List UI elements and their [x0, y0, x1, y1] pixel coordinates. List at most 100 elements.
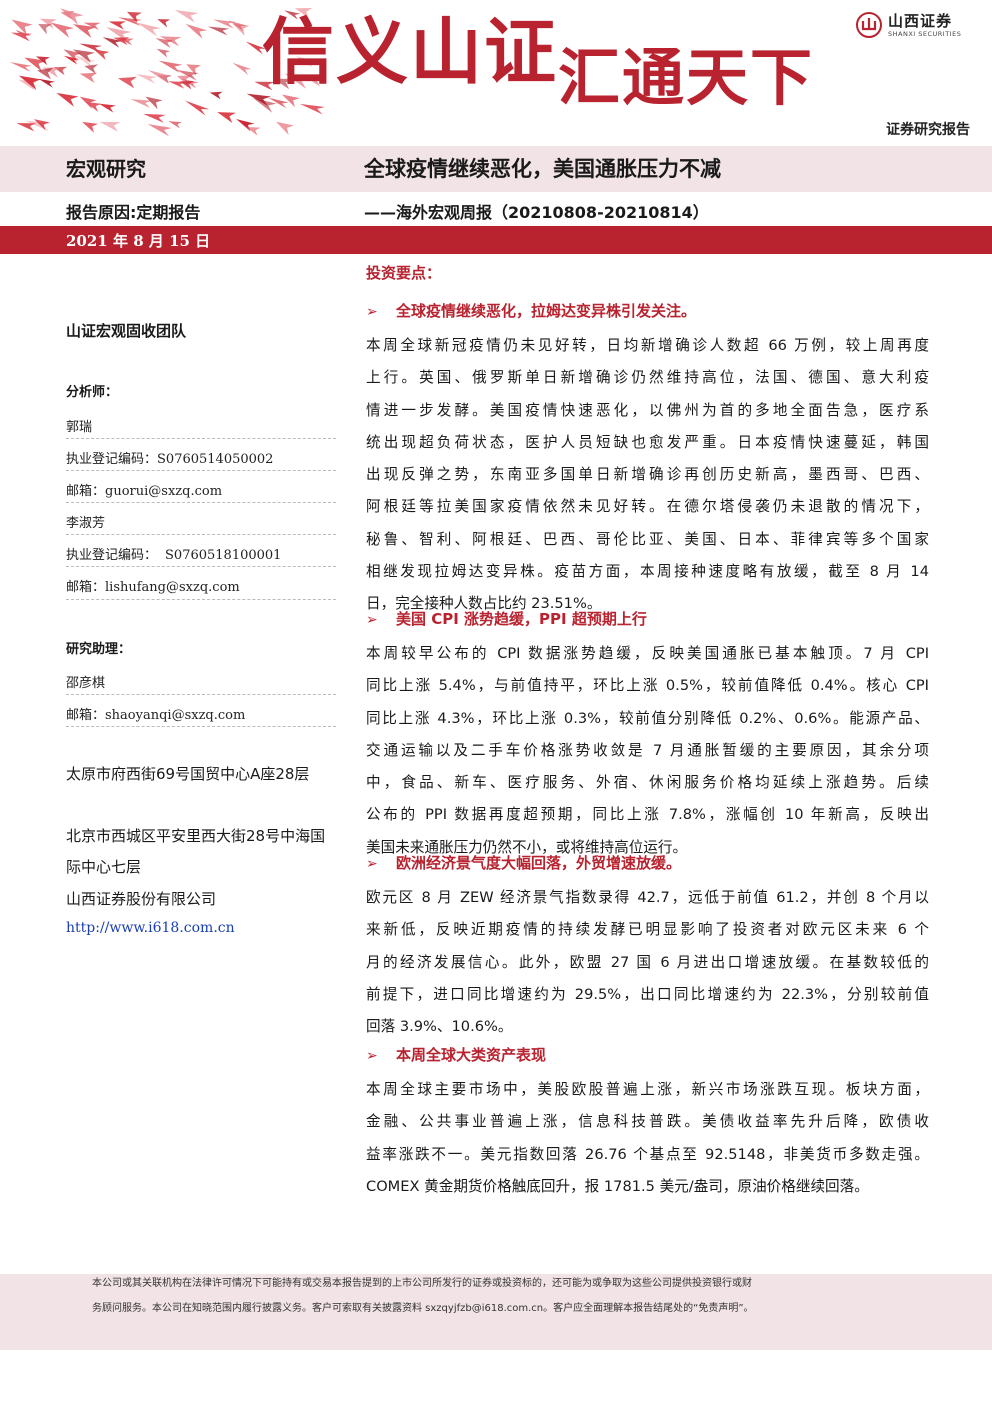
section-heading: ➢美国 CPI 涨势趋缓，PPI 超预期上行 [366, 610, 647, 628]
paragraph-line: 秘鲁、智利、阿根廷、巴西、哥伦比亚、美国、日本、菲律宾等多个国家 [366, 530, 929, 548]
arrow-shape [217, 112, 236, 123]
analyst-reg: 执业登记编码：S0760514050002 [66, 452, 274, 467]
paragraph-line: 前提下，进口同比增速约为 29.5%，出口同比增速约为 22.3%，分别较前值 [366, 985, 929, 1003]
paragraph-line: 金融、公共事业普遍上涨，信息科技普跌。美债收益率先升后降，欧债收 [366, 1113, 929, 1131]
arrow-shape [106, 27, 132, 42]
arrow-shape [117, 76, 138, 89]
paragraph-line: 统出现超负荷状态，医护人员短缺也愈发严重。日本疫情快速蔓延，韩国 [366, 433, 929, 451]
paragraph-line: 美国未来通胀压力仍然不小，或将维持高位运行。 [366, 838, 688, 856]
arrow-shape [16, 123, 37, 132]
arrow-shape [268, 97, 289, 109]
divider [66, 599, 336, 600]
arrow-shape [252, 98, 277, 113]
slogan-part2: 汇通天下 [558, 41, 815, 114]
arrow-shape [50, 22, 74, 38]
disclaimer-line: 务顾问服务。本公司在知晓范围内履行披露义务。客户可索取有关披露资料 sxzqyj… [92, 1303, 754, 1314]
header-band [0, 146, 992, 192]
bullet-arrow-icon: ➢ [366, 856, 378, 872]
address-taiyuan: 太原市府西街69号国贸中心A座28层 [66, 765, 310, 783]
arrow-shape [159, 36, 182, 47]
assistant-label: 研究助理： [66, 642, 132, 657]
brand-name-cn: 山西证券 [888, 12, 953, 30]
arrow-shape [273, 78, 293, 90]
arrow-shape [74, 55, 96, 68]
section-heading: ➢本周全球大类资产表现 [366, 1046, 547, 1064]
arrow-shape [136, 22, 161, 37]
address-beijing: 北京市西城区平安里西大街28号中海国际中心七层 [66, 827, 326, 876]
arrow-shape [118, 38, 134, 46]
disclaimer-line: 本公司或其关联机构在法律许可情况下可能持有或交易本报告提到的上市公司所发行的证券… [92, 1278, 752, 1289]
arrow-shape [10, 32, 32, 42]
arrow-shape [156, 48, 171, 58]
arrow-shape [179, 80, 195, 90]
assistant-email: 邮箱：shaoyanqi@sxzq.com [66, 708, 246, 723]
arrow-shape [174, 10, 199, 23]
paragraph-line: 阿根廷等拉美国家疫情依然未见好转。在德尔塔侵袭仍未退散的情况下， [366, 498, 929, 516]
analyst-label: 分析师： [66, 385, 119, 400]
arrow-shape [73, 24, 96, 39]
arrow-shape [108, 21, 126, 30]
arrow-shape [246, 126, 261, 136]
paragraph-line: 出现反弹之势，东南亚多国单日新增确诊再创历史新高，墨西哥、巴西、 [366, 466, 929, 484]
arrow-shape [209, 91, 223, 100]
arrow-shape [102, 37, 122, 48]
company-name: 山西证券股份有限公司 [66, 890, 217, 908]
team-name: 山证宏观固收团队 [66, 322, 187, 340]
arrow-shape [130, 99, 152, 108]
arrow-shape [24, 57, 47, 72]
arrow-shape [117, 17, 143, 27]
arrow-shape [145, 96, 163, 110]
section-body: 欧元区 8 月 ZEW 经济景气指数录得 42.7，远低于前值 61.2，并创 … [366, 882, 929, 1043]
page-subtitle: ——海外宏观周报（20210808-20210814） [364, 203, 709, 222]
analyst-email: 邮箱：guorui@sxzq.com [66, 484, 223, 499]
arrow-shape [276, 121, 294, 135]
paragraph-line: 本周全球新冠疫情仍未见好转，日均新增确诊人数超 66 万例，较上周再度 [366, 337, 929, 354]
report-reason: 报告原因:定期报告 [66, 203, 201, 222]
arrow-shape [147, 124, 173, 137]
key-points-title: 投资要点： [366, 264, 442, 282]
arrow-shape [155, 38, 174, 49]
divider [66, 726, 336, 727]
analyst-reg: 执业登记编码：S0760518100001 [66, 548, 282, 563]
divider [66, 438, 336, 439]
arrow-shape [11, 19, 33, 36]
website-link[interactable]: http://www.i618.com.cn [66, 920, 235, 936]
section-heading: ➢全球疫情继续恶化，拉姆达变异株引发关注。 [366, 302, 697, 320]
arrow-shape [98, 103, 116, 113]
arrow-shape [158, 60, 183, 73]
assistant-name: 邵彦棋 [66, 676, 106, 691]
arrow-shape [33, 119, 50, 131]
arrow-shape [176, 75, 192, 86]
paragraph-line: COMEX 黄金期货价格触底回升，报 1781.5 美元/盎司，原油价格继续回落… [366, 1177, 869, 1195]
arrow-shape [79, 72, 98, 84]
divider [66, 470, 336, 471]
arrow-shape [63, 49, 82, 62]
bullet-arrow-icon: ➢ [366, 1048, 378, 1064]
arrow-shape [18, 75, 42, 91]
arrow-shape [213, 19, 236, 29]
arrow-shape [143, 113, 166, 123]
arrow-shape [148, 69, 173, 84]
arrow-shape [135, 74, 158, 84]
section-heading: ➢欧洲经济景气度大幅回落，外贸增速放缓。 [366, 854, 682, 872]
arrow-shape [35, 56, 51, 66]
divider [66, 502, 336, 503]
arrow-shape [184, 100, 210, 116]
arrow-shape [72, 49, 95, 63]
arrow-shape [284, 10, 301, 20]
paragraph-line: 来新低，反映近期疫情的持续发酵已明显影响了投资者对欧元区未来 6 个 [366, 921, 929, 939]
date-bar [0, 226, 992, 254]
slogan-part1: 信义山证 [262, 9, 559, 94]
arrow-shape [127, 11, 142, 23]
arrow-shape [236, 118, 255, 132]
arrow-shape [245, 41, 267, 55]
paragraph-line: 相继发现拉姆达变异株。疫苗方面，本周接种速度略有放缓，截至 8 月 14 [366, 563, 929, 581]
arrow-shape [185, 23, 208, 39]
arrow-shape [207, 26, 230, 36]
section-title: 宏观研究 [66, 157, 146, 181]
arrow-shape [176, 69, 200, 81]
arrow-shape [38, 24, 52, 35]
arrow-shape [232, 23, 250, 36]
arrow-shape [10, 62, 33, 72]
